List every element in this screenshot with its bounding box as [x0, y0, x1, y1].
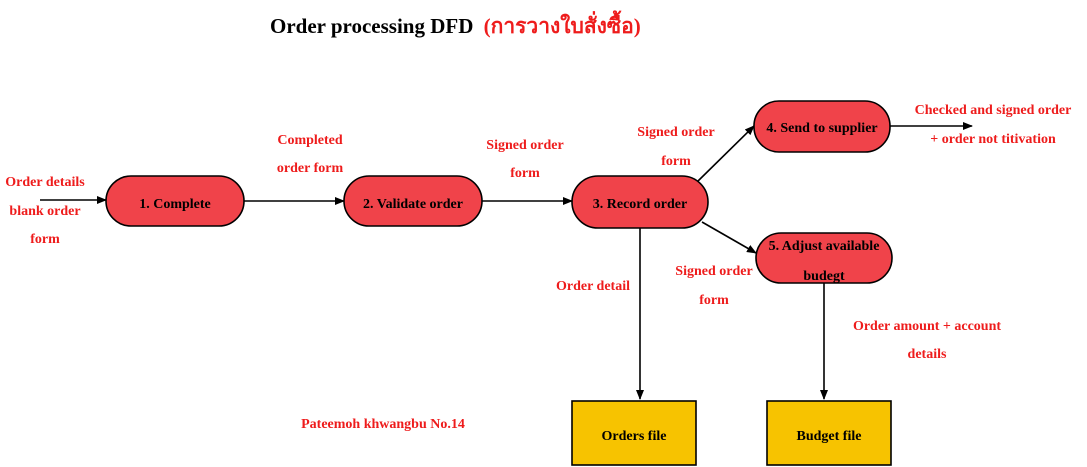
svg-text:order form: order form [277, 161, 344, 176]
store-budget-file: Budget file [766, 400, 892, 466]
svg-text:Checked and signed order: Checked and signed order [915, 103, 1072, 118]
author-note: Pateemoh khwangbu No.14 [301, 417, 465, 432]
label-p3-orders-flow: Order detail [556, 279, 630, 294]
svg-text:+ order not titivation: + order not titivation [930, 132, 1056, 147]
process-adjust-budget: 5. Adjust available budegt [755, 232, 893, 284]
svg-text:Order details: Order details [5, 175, 85, 190]
svg-text:form: form [510, 166, 540, 181]
title-main: Order processing DFD [270, 14, 473, 38]
svg-text:details: details [908, 347, 947, 362]
svg-text:Signed order: Signed order [486, 138, 563, 153]
label-p4-out-flow: Checked and signed order + order not tit… [915, 103, 1072, 147]
label-input-flow: Order details blank order form [5, 175, 85, 247]
diagram-title: Order processing DFD (การวางใบสั่งซื้อ) [270, 10, 641, 38]
svg-text:form: form [661, 154, 691, 169]
label-p1-p2-flow: Completed order form [277, 133, 344, 176]
process-validate-order-label: 2. Validate order [363, 197, 463, 212]
svg-text:Completed: Completed [277, 133, 343, 148]
flow-p3-to-p4 [696, 125, 755, 183]
process-complete-label: 1. Complete [139, 197, 211, 212]
process-record-order-label: 3. Record order [593, 197, 687, 212]
svg-text:form: form [699, 293, 729, 308]
label-p5-budget-flow: Order amount + account details [853, 319, 1001, 362]
process-adjust-budget-label-2: budegt [803, 269, 845, 284]
svg-text:Order amount + account: Order amount + account [853, 319, 1001, 334]
store-budget-file-label: Budget file [797, 429, 862, 444]
svg-text:blank order: blank order [9, 204, 80, 219]
label-p3-p5-flow: Signed order form [675, 264, 752, 308]
store-orders-file: Orders file [571, 400, 697, 466]
flow-p3-to-p5 [701, 221, 757, 254]
svg-text:Order detail: Order detail [556, 279, 630, 294]
label-p2-p3-flow: Signed order form [486, 138, 563, 181]
svg-text:form: form [30, 232, 60, 247]
process-adjust-budget-label-1: 5. Adjust available [769, 239, 880, 254]
process-record-order: 3. Record order [571, 175, 709, 229]
svg-text:Signed order: Signed order [675, 264, 752, 279]
title-thai: (การวางใบสั่งซื้อ) [484, 10, 641, 38]
svg-text:Signed order: Signed order [637, 125, 714, 140]
process-send-to-supplier-label: 4. Send to supplier [766, 121, 877, 136]
process-validate-order: 2. Validate order [343, 175, 483, 227]
label-p3-p4-flow: Signed order form [637, 125, 714, 169]
store-orders-file-label: Orders file [602, 429, 667, 444]
process-send-to-supplier: 4. Send to supplier [753, 100, 891, 153]
process-complete: 1. Complete [105, 175, 245, 227]
